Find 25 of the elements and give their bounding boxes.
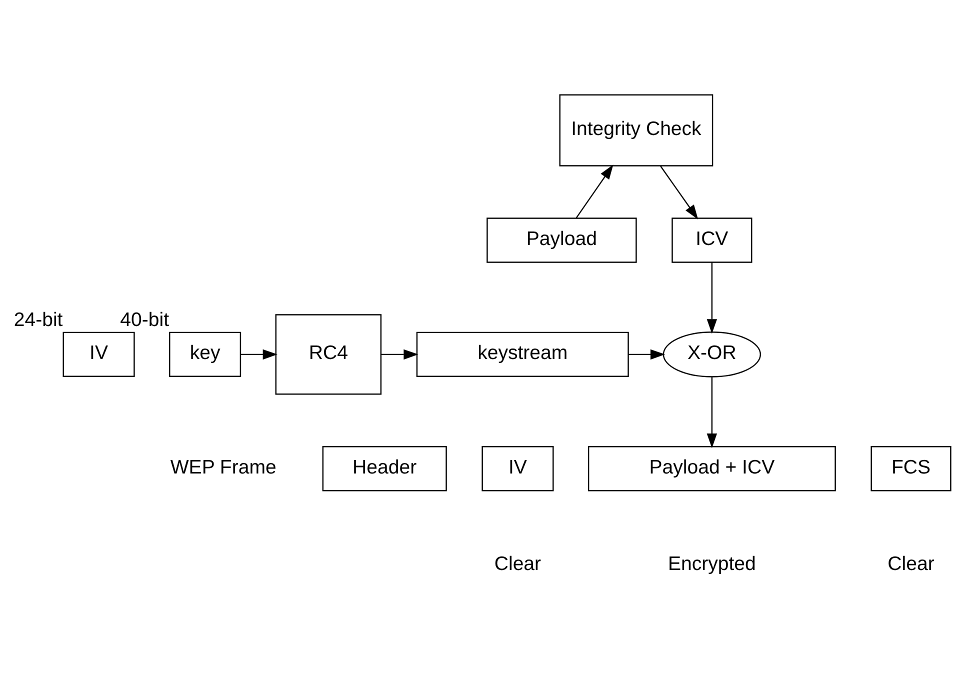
node-label: 40-bit: [120, 309, 170, 332]
node-box: keystream: [416, 332, 629, 378]
label: WEP Frame: [170, 456, 276, 478]
arrow: [628, 349, 666, 360]
node-box: Payload + ICV: [588, 446, 836, 492]
node-box: IV: [482, 446, 554, 492]
node-ellipse: X-OR: [662, 332, 762, 378]
label: Clear: [494, 552, 542, 575]
arrow: [381, 349, 418, 360]
arrow: [706, 262, 718, 334]
arrow: [706, 377, 718, 448]
node-box: RC4: [275, 314, 382, 395]
node-box: IV: [62, 332, 135, 378]
node-box: key: [169, 332, 242, 378]
node-box: ICV: [672, 218, 752, 263]
node-box: Header: [322, 446, 447, 492]
node-box: Payload: [486, 218, 637, 263]
label: Clear: [888, 552, 934, 575]
node-box: FCS: [870, 446, 952, 492]
node-box: Integrity Check: [559, 94, 714, 166]
arrow: [660, 166, 698, 220]
arrow: [576, 164, 614, 218]
label: Encrypted: [668, 552, 756, 575]
arrow: [240, 349, 278, 360]
node-label: 24-bit: [14, 309, 63, 332]
